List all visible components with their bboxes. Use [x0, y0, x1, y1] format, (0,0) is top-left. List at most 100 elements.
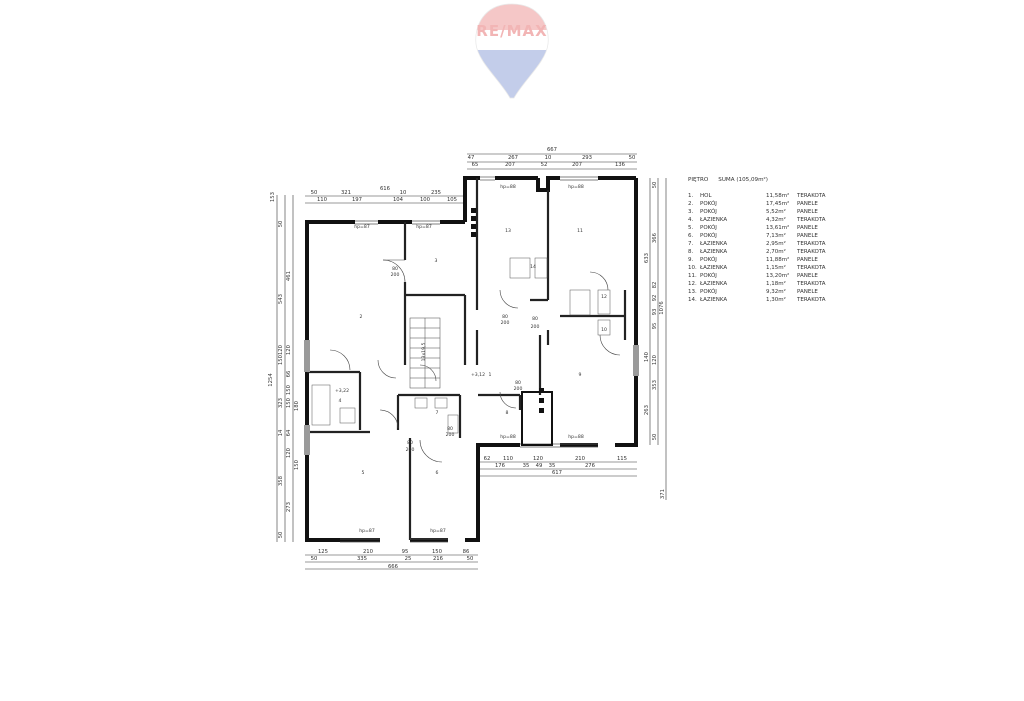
level-label: +3,22	[335, 388, 349, 394]
room-area: 4,32m²	[766, 217, 786, 223]
dimension-label: 1076	[659, 301, 665, 315]
door-size-label: 200	[501, 320, 510, 326]
room-finish: PANELE	[797, 201, 818, 207]
door-size-label: 80	[502, 314, 508, 320]
dimension-label: 150	[286, 384, 292, 395]
dimension-label: 616	[380, 186, 391, 192]
dimension-label: 125	[318, 549, 328, 555]
door-size-label: 200	[514, 386, 523, 392]
room-area: 1,15m²	[766, 265, 786, 271]
door-size-label: 80	[392, 266, 398, 272]
room-number: 13.	[688, 289, 697, 295]
door-size-label: 80	[407, 440, 413, 446]
total-area-label: SUMA (105,09m²)	[718, 177, 768, 183]
dimension-label: 10	[400, 190, 407, 196]
dimension-label: 110	[503, 456, 514, 462]
room-area: 9,32m²	[766, 289, 786, 295]
dimension-label: 666	[388, 564, 399, 570]
door-size-label: 200	[531, 324, 540, 330]
dimension-label: 176	[495, 463, 506, 469]
room-number: 3.	[688, 209, 694, 215]
room-number: 4.	[688, 217, 694, 223]
room-name: ŁAZIENKA	[700, 241, 728, 247]
dimension-label: 267	[508, 155, 518, 161]
room-area: 2,70m²	[766, 249, 786, 255]
room-area: 1,30m²	[766, 297, 786, 303]
dimension-label: 335	[357, 556, 367, 562]
dimension-label: 104	[393, 197, 404, 203]
dimension-label: 273	[286, 502, 292, 512]
window-height-label: hp=88	[500, 184, 516, 190]
dimension-label: 210	[575, 456, 586, 462]
window-height-label: hp=88	[568, 434, 584, 440]
room-number: 8.	[688, 249, 694, 255]
dimension-label: 216	[433, 556, 444, 562]
room-area: 13,61m²	[766, 225, 790, 231]
room-number-label: 9	[579, 372, 582, 378]
dimension-label: 371	[660, 489, 666, 499]
dimension-label: 180	[294, 400, 300, 411]
dimension-label: 65	[472, 162, 479, 168]
dimension-label: 14	[278, 429, 284, 436]
room-number: 10.	[688, 265, 697, 271]
room-number: 9.	[688, 257, 694, 263]
room-name: POKÓJ	[700, 225, 717, 231]
door-size-label: 80	[447, 426, 453, 432]
dimension-label: 353	[652, 380, 658, 390]
dimension-label: 667	[547, 147, 557, 153]
dimension-label: 64	[286, 429, 292, 436]
room-number: 14.	[688, 297, 697, 303]
room-finish: PANELE	[797, 209, 818, 215]
dimension-label: 62	[484, 456, 491, 462]
dimension-label: 35	[523, 463, 530, 469]
window-height-label: hp=87	[416, 224, 432, 230]
room-name: POKÓJ	[700, 289, 717, 295]
dimension-label: 110	[317, 197, 328, 203]
dimension-label: 50	[629, 155, 636, 161]
room-number: 1.	[688, 193, 694, 199]
dimension-label: 100	[420, 197, 431, 203]
remax-logo-text: RE/MAX	[476, 22, 548, 40]
dimension-label: 93	[652, 309, 658, 316]
room-finish: TERAKOTA	[797, 281, 826, 287]
dimension-label: 120	[278, 344, 284, 355]
window-height-label: hp=88	[500, 434, 516, 440]
room-area: 11,58m²	[766, 193, 790, 199]
door-size-label: 200	[446, 432, 455, 438]
dimension-label: 52	[541, 162, 548, 168]
room-number-label: 11	[577, 228, 583, 234]
dimension-label: 136	[615, 162, 626, 168]
room-finish: TERAKOTA	[797, 241, 826, 247]
room-number: 12.	[688, 281, 697, 287]
dimension-label: 153	[270, 192, 276, 202]
room-number: 6.	[688, 233, 694, 239]
remax-balloon-logo	[475, 3, 549, 99]
room-number-label: 4	[339, 398, 342, 404]
room-number-label: 10	[601, 327, 607, 333]
room-finish: TERAKOTA	[797, 265, 826, 271]
room-finish: PANELE	[797, 273, 818, 279]
dimension-label: 276	[585, 463, 596, 469]
room-area: 5,52m²	[766, 209, 786, 215]
room-name: ŁAZIENKA	[700, 297, 728, 303]
dimension-label: 1254	[268, 373, 274, 387]
dimension-label: 50	[278, 220, 284, 227]
room-finish: PANELE	[797, 289, 818, 295]
dimension-label: 25	[405, 556, 412, 562]
door-size-label: 200	[391, 272, 400, 278]
dimension-label: 92	[652, 295, 658, 302]
room-area: 7,13m²	[766, 233, 786, 239]
room-number: 11.	[688, 273, 697, 279]
dimension-label: 235	[431, 190, 441, 196]
window-height-label: hp=87	[354, 224, 370, 230]
room-name: POKÓJ	[700, 273, 717, 279]
